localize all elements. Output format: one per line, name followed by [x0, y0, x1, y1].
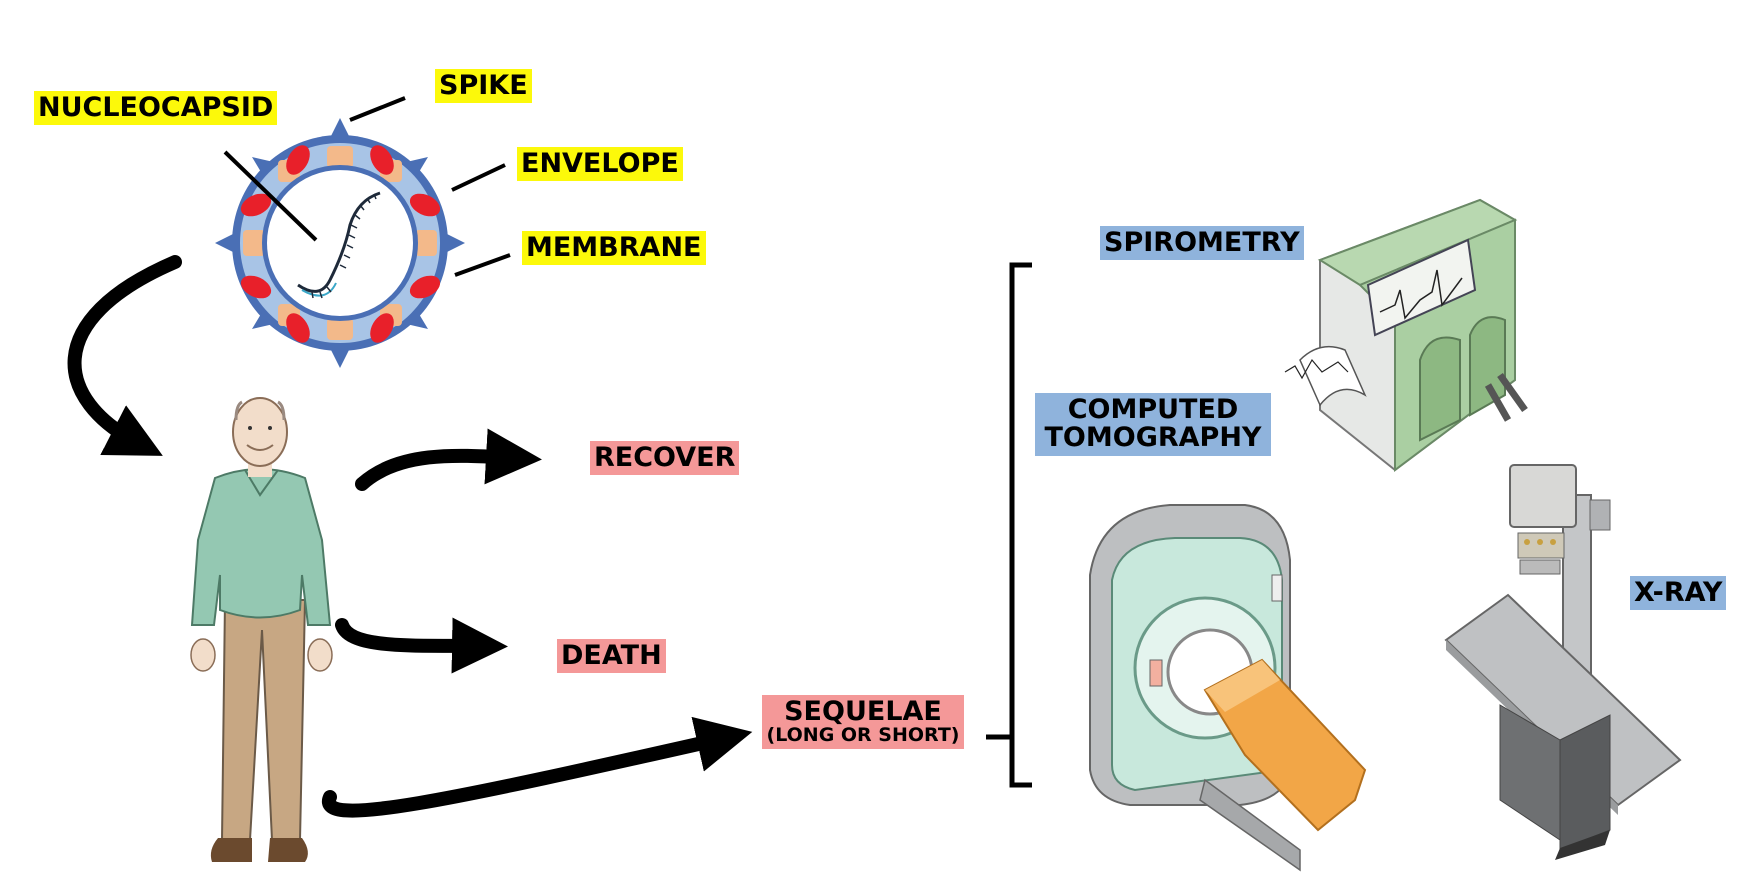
recover-label: RECOVER — [590, 441, 740, 476]
computed-tomography-label: COMPUTED TOMOGRAPHY — [1035, 393, 1271, 456]
person-illustration — [190, 397, 333, 862]
ct-label-line2: TOMOGRAPHY — [1044, 422, 1262, 454]
exam-bracket — [986, 262, 1032, 788]
death-arrow — [335, 617, 508, 674]
membrane-pointer — [454, 253, 511, 277]
nucleocapsid-pointer — [223, 150, 318, 242]
envelope-label: ENVELOPE — [517, 147, 683, 182]
membrane-label: MEMBRANE — [522, 231, 706, 266]
spike-pointer — [349, 96, 406, 122]
xray-label: X-RAY — [1630, 576, 1727, 611]
sequelae-title: SEQUELAE — [784, 696, 942, 727]
sequelae-label: SEQUELAE (LONG OR SHORT) — [762, 695, 964, 750]
recover-arrow — [355, 428, 542, 491]
flow-arrows — [67, 255, 753, 818]
spirometry-label: SPIROMETRY — [1100, 226, 1304, 261]
envelope-pointer — [451, 163, 506, 192]
death-label: DEATH — [557, 639, 666, 674]
ct-scanner-illustration — [1089, 504, 1367, 872]
infection-arrow — [67, 255, 182, 456]
spike-label: SPIKE — [435, 69, 532, 104]
sequelae-arrow — [322, 716, 753, 818]
spirometer-illustration — [1284, 198, 1528, 472]
ct-label-line1: COMPUTED — [1067, 394, 1239, 425]
sequelae-note: (LONG OR SHORT) — [766, 724, 960, 747]
virus-illustration — [215, 96, 511, 368]
xray-illustration — [1444, 464, 1682, 860]
nucleocapsid-label: NUCLEOCAPSID — [34, 91, 278, 126]
